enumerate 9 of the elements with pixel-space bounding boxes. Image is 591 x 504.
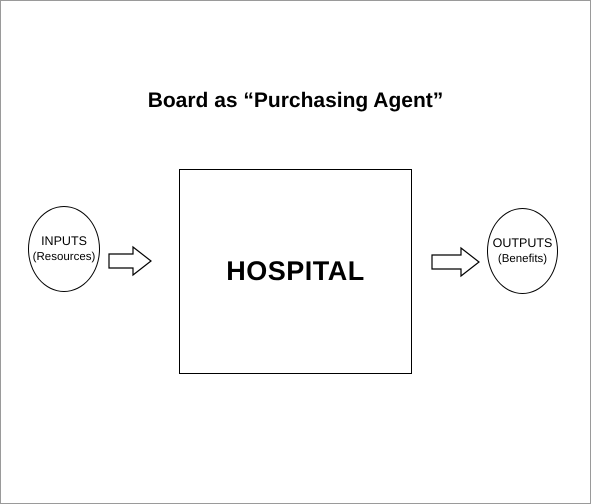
block-arrow	[431, 246, 480, 278]
node-label: (Benefits)	[498, 252, 548, 266]
block-arrow	[108, 246, 152, 276]
node-label: (Resources)	[32, 250, 96, 264]
box-label: HOSPITAL	[226, 254, 365, 288]
process-box	[179, 169, 412, 374]
node-label: INPUTS	[41, 234, 87, 250]
node-label: OUTPUTS	[492, 236, 552, 252]
diagram-title: Board as “Purchasing Agent”	[146, 89, 444, 113]
